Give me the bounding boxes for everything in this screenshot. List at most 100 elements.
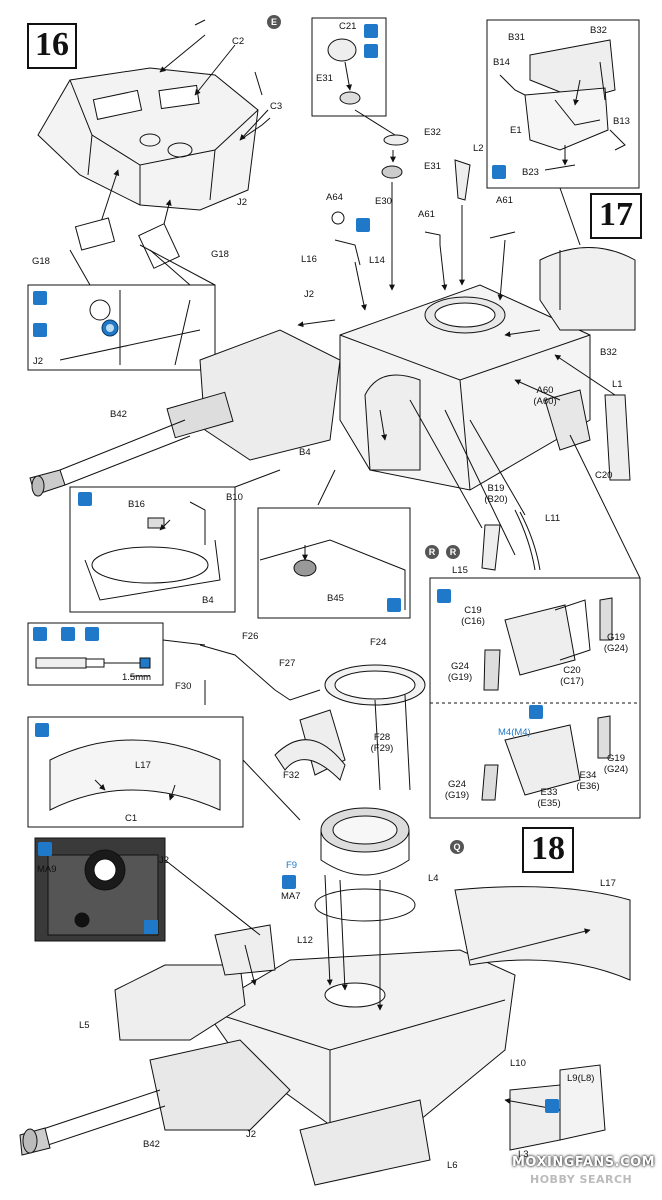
label-f9: F9	[286, 860, 298, 871]
optional-icon	[356, 218, 370, 232]
label-b19: B19	[487, 483, 505, 494]
step16-hull-drawing	[37, 19, 271, 269]
label-b10: B10	[226, 492, 243, 503]
step18-hull-drawing	[19, 874, 631, 1186]
f26-inset	[27, 622, 206, 686]
label-l3: L3	[518, 1149, 529, 1160]
ma9-inset	[34, 837, 261, 942]
label-e36-alt: (E36)	[576, 781, 600, 792]
label-g19: G19	[607, 753, 625, 764]
label-l16: L16	[301, 254, 317, 265]
b4-inset	[69, 486, 236, 613]
label-j2: J2	[304, 289, 315, 300]
label-a60: A60	[536, 385, 554, 396]
mark-r-paren: R	[446, 545, 460, 559]
label-b42: B42	[143, 1139, 160, 1150]
label-e31: E31	[316, 73, 333, 84]
label-j2: J2	[237, 197, 248, 208]
label-dimension: 1.5mm	[122, 672, 152, 683]
label-l17: L17	[135, 760, 151, 771]
label-b13: B13	[613, 116, 630, 127]
label-g24: G24	[451, 661, 469, 672]
label-f30: F30	[175, 681, 192, 692]
mark-r: R	[425, 545, 439, 559]
label-g19-alt: (G19)	[444, 790, 470, 801]
step-16-number: 16	[27, 23, 77, 69]
l17-inset	[27, 716, 301, 828]
label-l6: L6	[447, 1160, 458, 1171]
label-e34: E34	[579, 770, 597, 781]
label-c16-alt: (C16)	[461, 616, 485, 627]
label-b4: B4	[299, 447, 311, 458]
label-c20: C20	[595, 470, 613, 481]
label-f27: F27	[279, 658, 296, 669]
step16-inset	[27, 249, 216, 371]
optional-icon	[61, 627, 75, 641]
glue-icon	[78, 492, 92, 506]
label-f29-alt: (F29)	[370, 743, 394, 754]
label-b4: B4	[202, 595, 214, 606]
label-b14: B14	[493, 57, 510, 68]
label-c21: C21	[339, 21, 357, 32]
c20-inset	[429, 434, 641, 819]
optional-icon	[364, 44, 378, 58]
label-e30: E30	[375, 196, 392, 207]
label-m4: M4(M4)	[498, 727, 531, 738]
label-l12: L12	[297, 935, 313, 946]
label-a64: A64	[326, 192, 343, 203]
glue-icon	[33, 291, 47, 305]
label-b45: B45	[327, 593, 344, 604]
glue-icon	[35, 723, 49, 737]
label-g24-alt: (G24)	[603, 643, 629, 654]
label-b31: B31	[508, 32, 525, 43]
label-l5: L5	[79, 1020, 90, 1031]
label-b23: B23	[522, 167, 539, 178]
glue-icon	[33, 627, 47, 641]
paint-icon	[33, 323, 47, 337]
label-e32: E32	[424, 127, 441, 138]
mark-q: Q	[450, 840, 464, 854]
label-f24: F24	[370, 637, 387, 648]
label-f26: F26	[242, 631, 259, 642]
label-b32: B32	[600, 347, 617, 358]
label-j2: J2	[246, 1129, 257, 1140]
glue-icon	[437, 589, 451, 603]
label-l14: L14	[369, 255, 385, 266]
label-c3: C3	[270, 101, 283, 112]
label-g19: G19	[607, 632, 625, 643]
label-j2: J2	[159, 855, 170, 866]
label-e1: E1	[510, 125, 522, 136]
mark-e: E	[267, 15, 281, 29]
label-ma9: MA9	[37, 864, 57, 875]
label-a61: A61	[496, 195, 513, 206]
glue-icon	[38, 842, 52, 856]
label-l1: L1	[612, 379, 623, 390]
watermark-site: MOXINGFANS.COM	[512, 1155, 656, 1170]
label-f28: F28	[373, 732, 391, 743]
optional-icon	[282, 875, 296, 889]
glue-icon	[364, 24, 378, 38]
label-b32: B32	[590, 25, 607, 36]
label-e35-alt: (E35)	[537, 798, 561, 809]
label-l4: L4	[428, 873, 439, 884]
label-c2: C2	[232, 36, 245, 47]
label-g24: G24	[448, 779, 466, 790]
optional-icon	[545, 1099, 559, 1113]
glue-icon	[387, 598, 401, 612]
optional-icon	[529, 705, 543, 719]
label-c20: C20	[563, 665, 581, 676]
step17-right-inset	[486, 19, 640, 246]
label-f32: F32	[283, 770, 300, 781]
step17-turret-drawing	[29, 205, 636, 556]
label-a60-alt: (A60)	[533, 396, 557, 407]
label-l11: L11	[545, 513, 561, 524]
step-18-number: 18	[522, 827, 574, 873]
label-l10: L10	[510, 1058, 526, 1069]
label-g19-alt: (G19)	[447, 672, 473, 683]
step-17-number: 17	[590, 193, 642, 239]
label-c17-alt: (C17)	[560, 676, 584, 687]
label-b42: B42	[110, 409, 127, 420]
label-l9: L9(L8)	[567, 1073, 595, 1084]
